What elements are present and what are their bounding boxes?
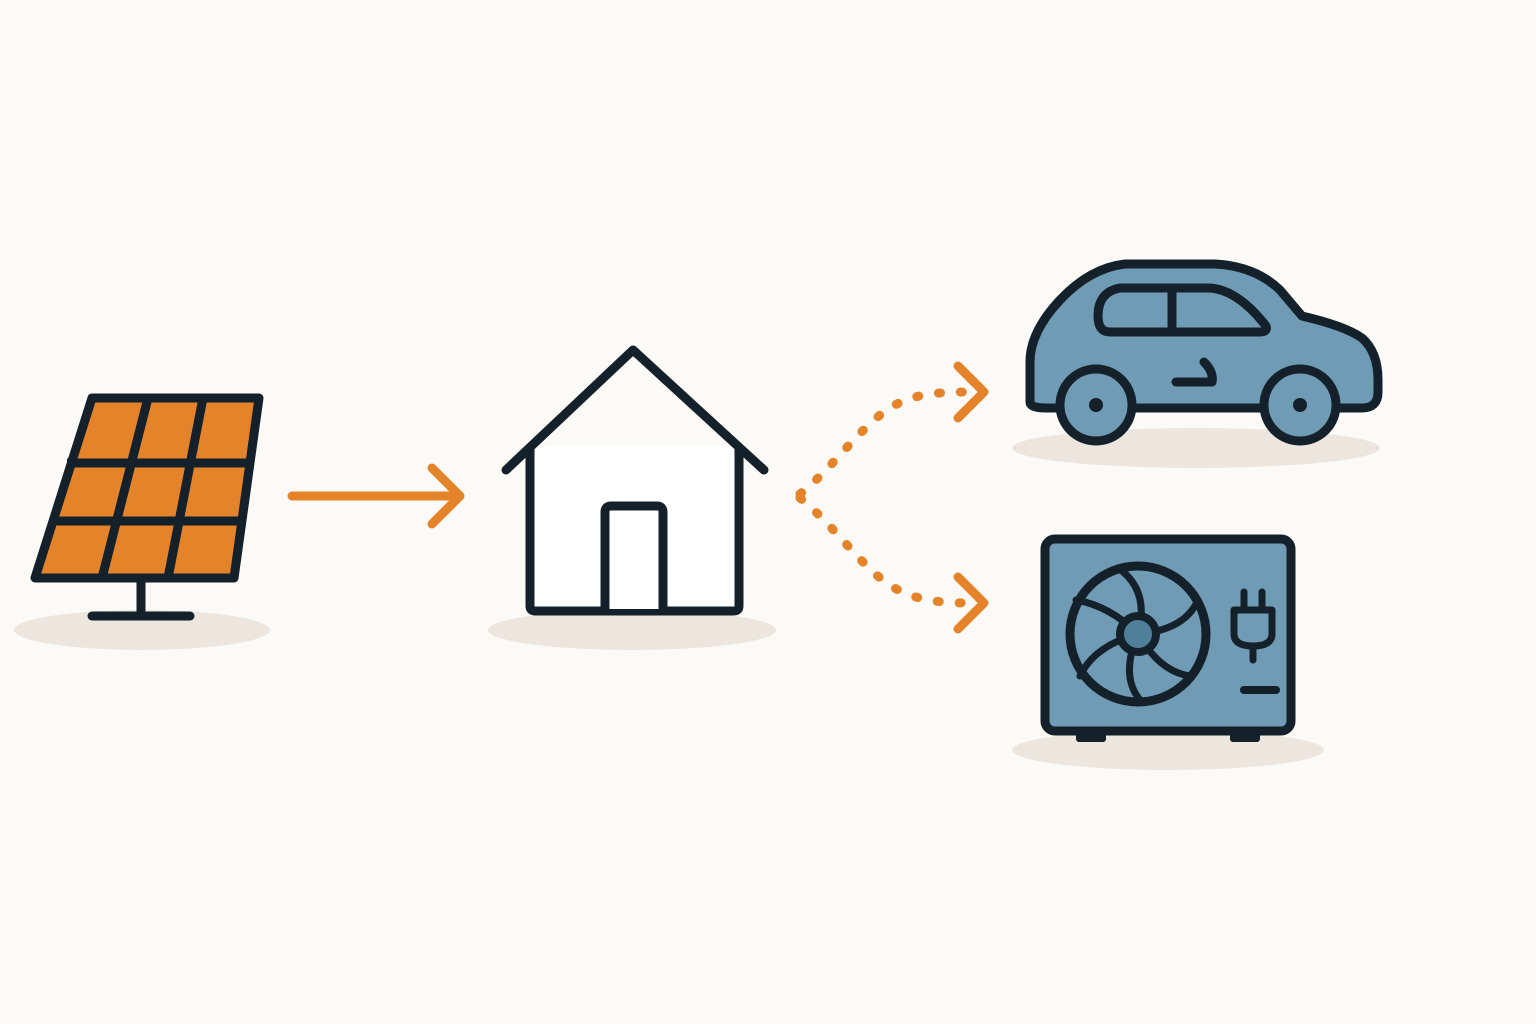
heat-pump-shadow [1012,730,1324,770]
fan-icon [1065,561,1211,707]
arrow-house-to-car [795,361,989,499]
house-door [600,501,668,609]
house-shadow [488,610,776,650]
arrow-solar-to-house [287,463,465,529]
car-window [1093,283,1271,337]
solar-panel-shadow [14,610,270,650]
arrow-house-to-heat-pump [795,493,989,634]
house-icon [488,345,776,650]
heat-pump-icon [1012,534,1324,770]
solar-panel-icon [14,393,270,650]
plug-icon [1230,588,1276,664]
car-icon [1012,259,1383,468]
charge-port-icon [1171,357,1217,387]
